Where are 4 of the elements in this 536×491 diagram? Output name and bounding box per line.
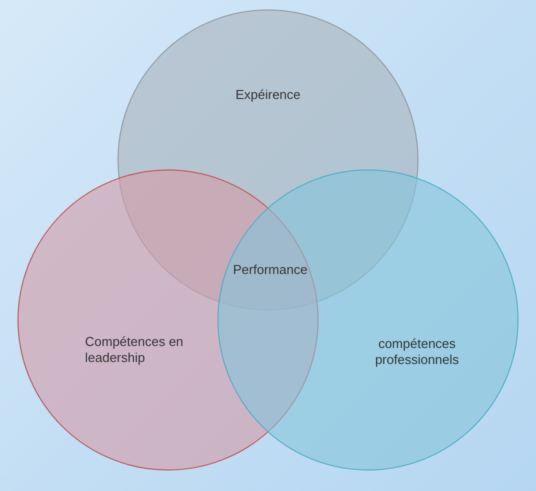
circle-label: compétences professionnels xyxy=(374,336,460,368)
circle-label: Compétences en leadership xyxy=(85,334,184,366)
overlap-label: Performance xyxy=(233,262,308,277)
circle-label: Expéirence xyxy=(234,87,302,103)
